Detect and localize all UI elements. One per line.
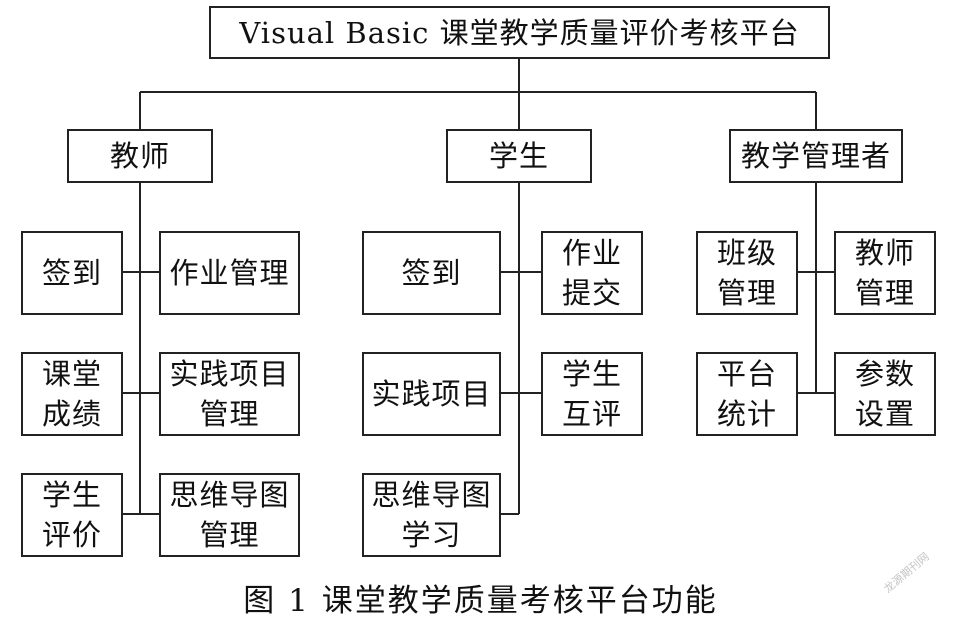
teacher-mindmap-node: 思维导图 管理 bbox=[159, 473, 300, 557]
student-peer-review-node: 学生 互评 bbox=[541, 352, 643, 436]
student-practice-node: 实践项目 bbox=[362, 352, 501, 436]
teacher-student-eval-node: 学生 评价 bbox=[21, 473, 123, 557]
admin-class-management-node: 班级 管理 bbox=[696, 231, 798, 315]
teacher-practice-node: 实践项目 管理 bbox=[159, 352, 300, 436]
teacher-signin-node: 签到 bbox=[21, 231, 123, 315]
admin-teacher-management-node: 教师 管理 bbox=[834, 231, 936, 315]
admin-node: 教学管理者 bbox=[729, 129, 903, 183]
admin-platform-stats-node: 平台 统计 bbox=[696, 352, 798, 436]
teacher-class-score-node: 课堂 成绩 bbox=[21, 352, 123, 436]
figure-caption: 图 1 课堂教学质量考核平台功能 bbox=[243, 582, 718, 619]
student-signin-node: 签到 bbox=[362, 231, 501, 315]
teacher-homework-node: 作业管理 bbox=[159, 231, 300, 315]
student-mindmap-node: 思维导图 学习 bbox=[362, 473, 501, 557]
student-homework-submit-node: 作业 提交 bbox=[541, 231, 643, 315]
admin-parameter-settings-node: 参数 设置 bbox=[834, 352, 936, 436]
root-node: Visual Basic 课堂教学质量评价考核平台 bbox=[209, 6, 830, 59]
student-node: 学生 bbox=[446, 129, 592, 183]
teacher-node: 教师 bbox=[67, 129, 213, 183]
